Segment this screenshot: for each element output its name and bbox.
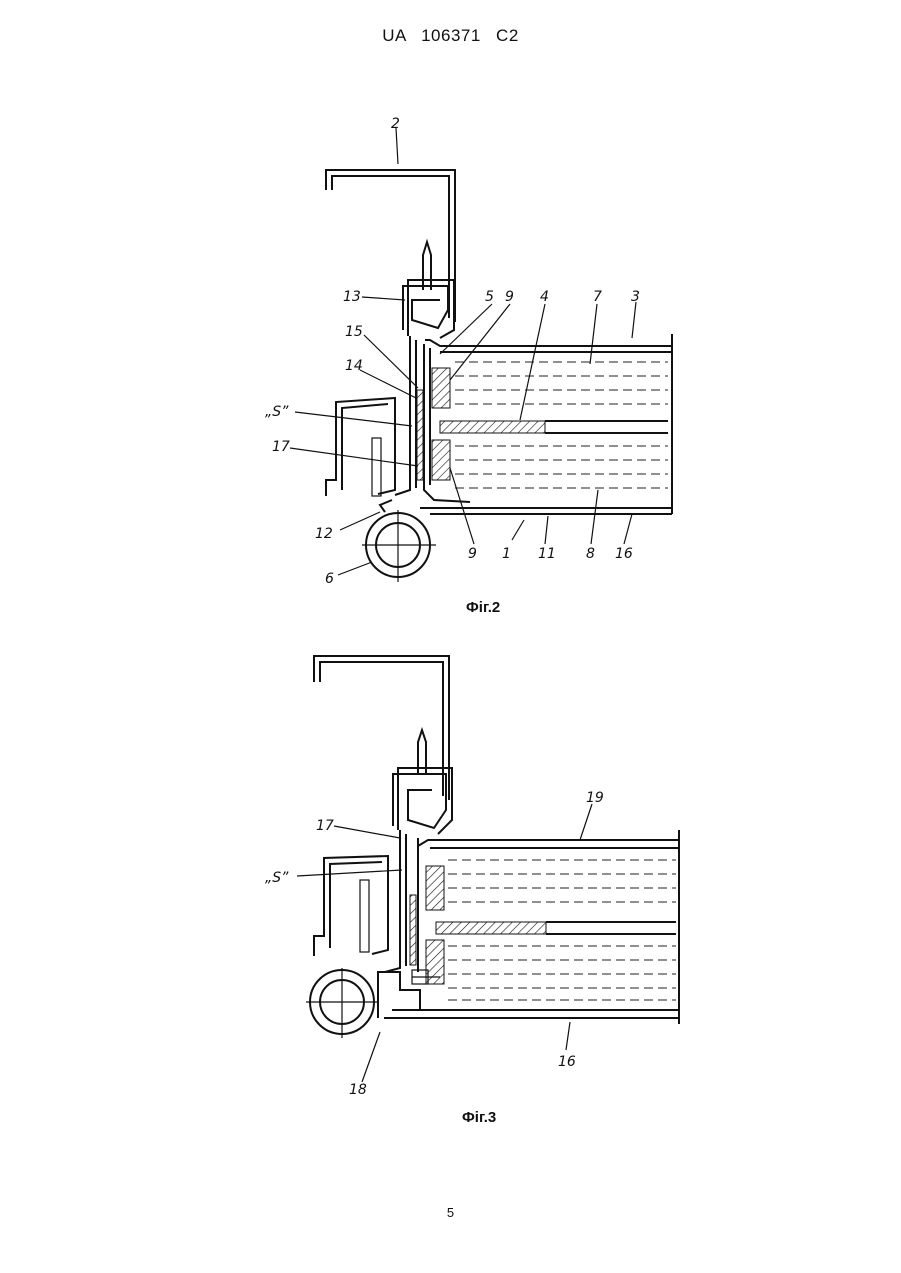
page-number: 5	[0, 1205, 901, 1220]
fig2-label-6: 6	[325, 571, 334, 587]
figure-3-caption: Фіг.3	[462, 1109, 496, 1126]
fig2-label-4: 4	[540, 289, 549, 305]
fig2-label-17: 17	[272, 439, 290, 455]
fig3-label-s: „S”	[265, 870, 289, 886]
fig2-label-2: 2	[391, 116, 400, 132]
nail	[423, 242, 431, 290]
fig2-label-15: 15	[345, 324, 363, 340]
hook-profile	[314, 656, 449, 800]
fig2-label-3: 3	[631, 289, 640, 305]
fig3-label-17: 17	[316, 818, 334, 834]
fig3-label-18: 18	[349, 1082, 367, 1098]
fig2-label-5: 5	[485, 289, 494, 305]
fig2-label-16: 16	[615, 546, 633, 562]
fig2-label-8: 8	[586, 546, 595, 562]
fig2-label-9-bottom: 9	[468, 546, 477, 562]
figure-3-drawing	[297, 656, 679, 1082]
fig2-label-9-top: 9	[505, 289, 514, 305]
fig2-label-s: „S”	[265, 404, 289, 420]
fig2-label-14: 14	[345, 358, 363, 374]
fig3-label-19: 19	[586, 790, 604, 806]
fig2-label-7: 7	[593, 289, 602, 305]
fig2-label-13: 13	[343, 289, 361, 305]
fig2-label-11: 11	[538, 546, 556, 562]
figure-2-caption: Фіг.2	[466, 599, 500, 616]
fig2-label-12: 12	[315, 526, 333, 542]
fig3-label-16: 16	[558, 1054, 576, 1070]
figure-2-drawing	[290, 128, 672, 582]
fig2-label-1: 1	[502, 546, 511, 562]
